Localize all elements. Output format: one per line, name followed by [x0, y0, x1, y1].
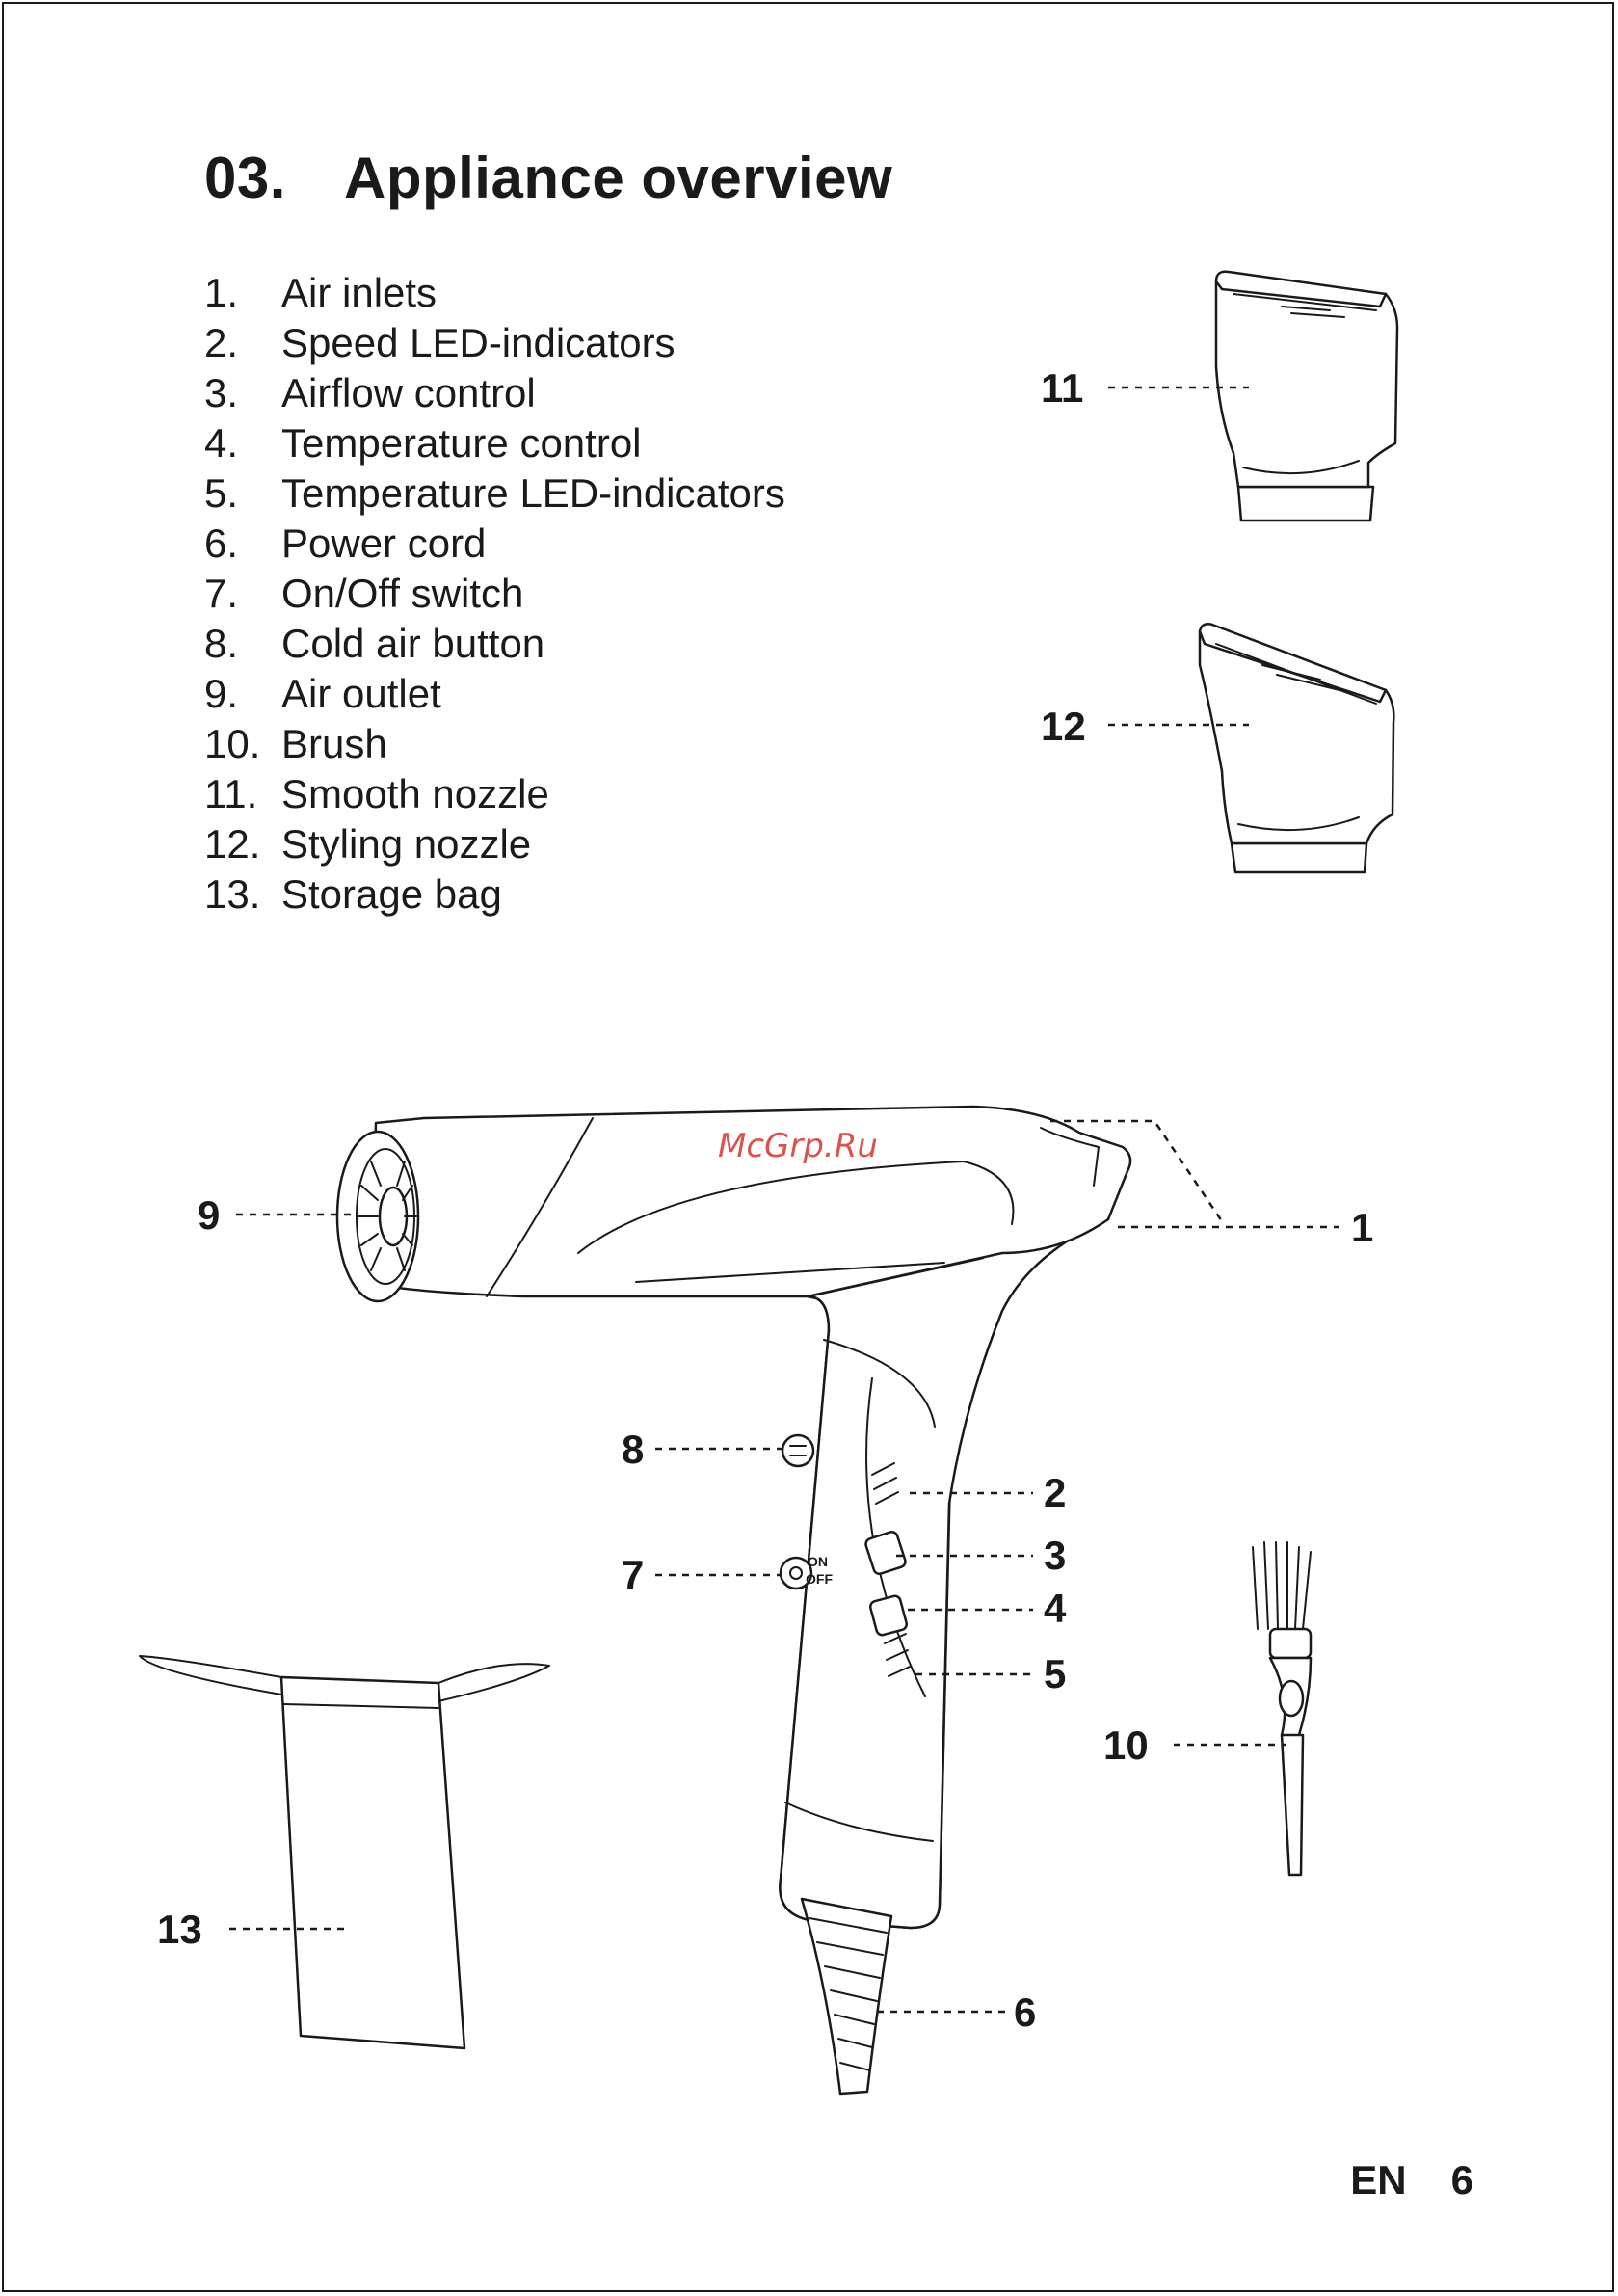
styling-nozzle-drawing	[1200, 624, 1393, 872]
storage-bag-drawing	[140, 1656, 549, 2048]
smooth-nozzle-drawing	[1216, 272, 1397, 521]
callout-1: 1	[1351, 1205, 1373, 1250]
callout-11: 11	[1041, 365, 1083, 411]
switch-on-label: ON	[808, 1554, 828, 1569]
callout-3: 3	[1044, 1533, 1066, 1578]
callout-9: 9	[198, 1192, 220, 1238]
callout-13: 13	[157, 1907, 202, 1952]
callout-6: 6	[1014, 1989, 1036, 2035]
watermark-text: McGrp.Ru	[718, 1127, 878, 1165]
brush-drawing	[1253, 1542, 1311, 1875]
callout-7: 7	[622, 1552, 644, 1597]
page-number: 6	[1451, 2157, 1473, 2203]
callout-10: 10	[1103, 1722, 1149, 1768]
switch-off-label: OFF	[806, 1571, 833, 1587]
language-code: EN	[1350, 2157, 1406, 2203]
callout-5: 5	[1044, 1651, 1066, 1696]
callout-4: 4	[1044, 1586, 1067, 1631]
callout-2: 2	[1044, 1470, 1066, 1515]
page-footer: EN 6	[1350, 2157, 1473, 2203]
callout-8: 8	[622, 1427, 644, 1472]
callout-12: 12	[1041, 704, 1086, 749]
